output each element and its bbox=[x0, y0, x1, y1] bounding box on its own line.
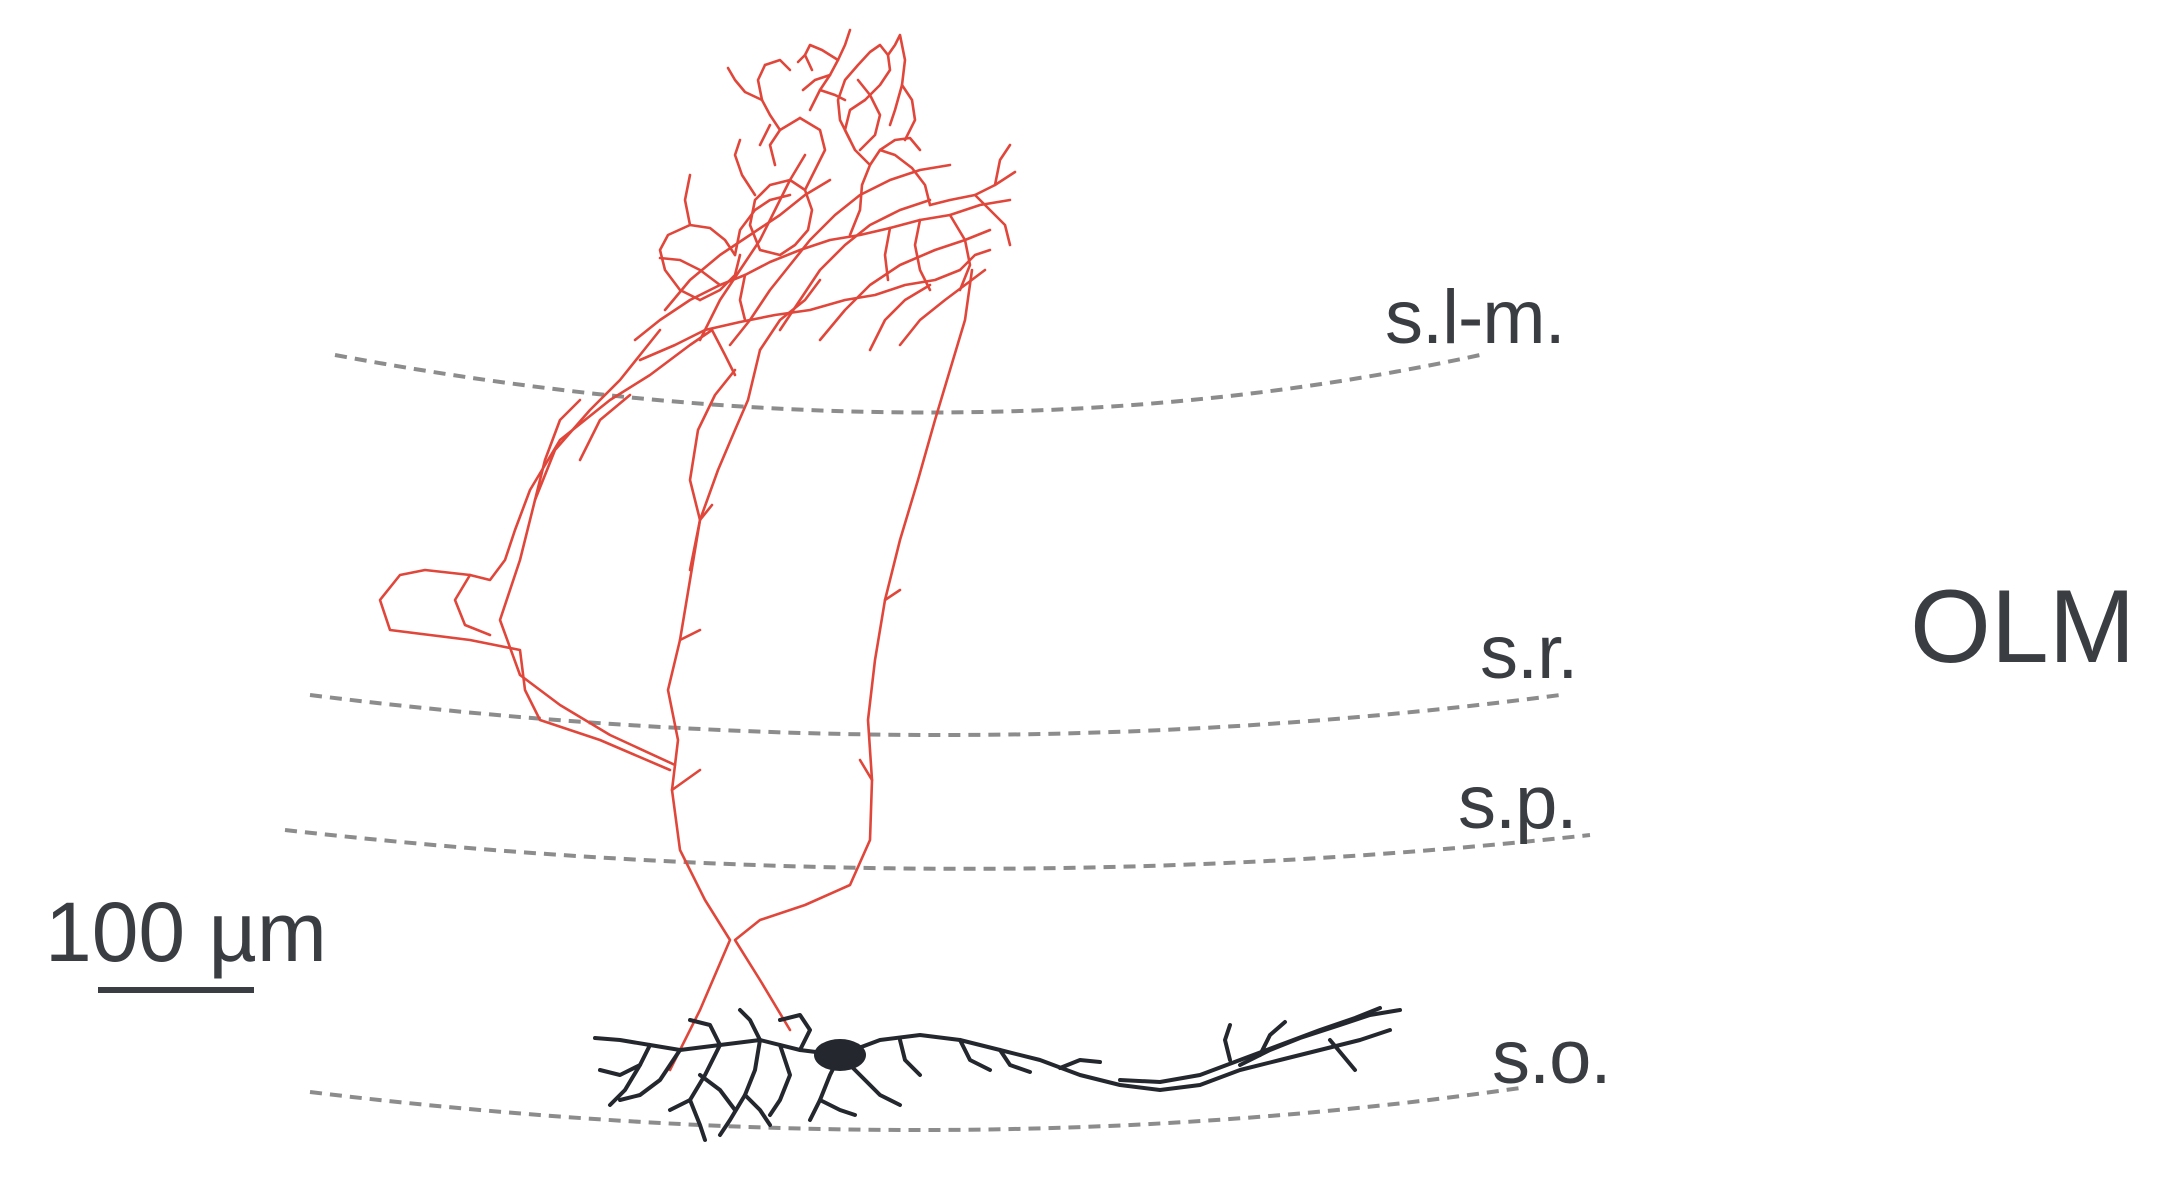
boundary-so bbox=[309, 1086, 1521, 1133]
layer-label-sp: s.p. bbox=[1458, 760, 1577, 845]
boundary-sp bbox=[284, 828, 1591, 871]
soma bbox=[814, 1039, 866, 1071]
scale-bar bbox=[98, 987, 254, 993]
axon-arbor bbox=[378, 28, 1017, 1072]
boundary-slm bbox=[334, 353, 1481, 415]
layer-boundaries bbox=[284, 353, 1591, 1133]
layer-label-slm: s.l-m. bbox=[1385, 275, 1566, 360]
boundary-sr bbox=[309, 693, 1561, 737]
layer-label-sr: s.r. bbox=[1480, 610, 1578, 695]
scale-bar-label: 100 µm bbox=[45, 885, 327, 979]
layer-label-so: s.o. bbox=[1492, 1015, 1611, 1100]
dendritic-arbor bbox=[593, 1006, 1402, 1142]
cell-type-label: OLM bbox=[1910, 569, 2136, 685]
